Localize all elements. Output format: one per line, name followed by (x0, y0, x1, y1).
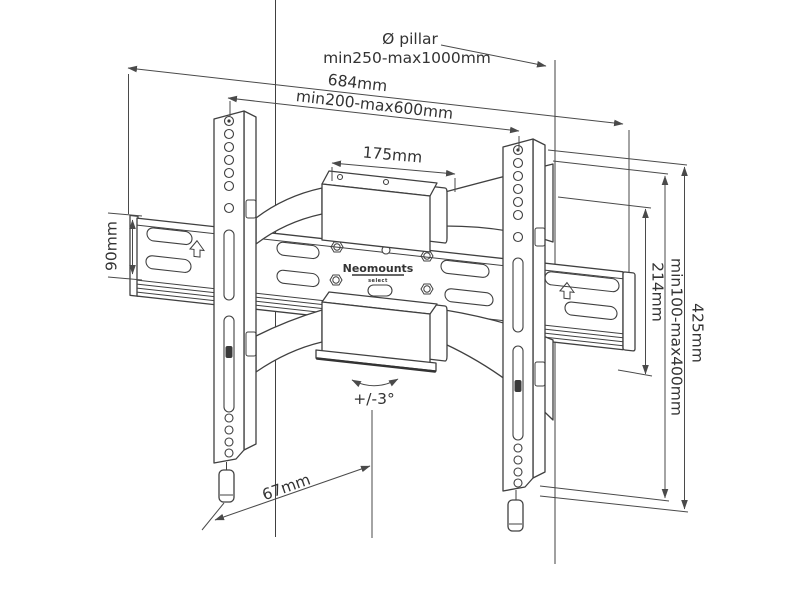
bracket-right-side-face (532, 138, 546, 479)
rail-right-endcap (622, 271, 636, 352)
rail-center-details: Neomounts select (329, 241, 434, 297)
clamp-box-top (321, 170, 448, 253)
dim-tilt-label: +/-3° (353, 390, 394, 408)
dim-mount-width-line (227, 95, 520, 134)
dim-tilt-arc (351, 378, 399, 388)
dim-clamp-width-line (331, 160, 456, 177)
dim-rail-height-label: 90mm (103, 221, 121, 271)
pull-handle-left (218, 469, 235, 503)
pull-handle-right (507, 499, 524, 532)
dim-vesa-height-label: min100-max400mm (668, 258, 686, 416)
dim-pillar-diameter-title: Ø pillar (382, 30, 438, 48)
bracket-right-holes-bottom (513, 443, 523, 488)
up-arrow-icon (188, 239, 206, 258)
bracket-right-holes-top (512, 144, 524, 243)
dim-inner-height-label: 214mm (649, 262, 667, 322)
bracket-left-side-face (243, 110, 257, 451)
dim-depth-label: 67mm (260, 470, 313, 504)
dim-depth-line (214, 465, 371, 521)
bracket-right (502, 138, 546, 532)
brand-name: Neomounts (343, 262, 414, 275)
brand-subtext: select (368, 278, 388, 284)
bracket-left-slot-upper (223, 229, 235, 301)
bracket-left (213, 110, 257, 503)
bracket-right-slot-lower (512, 345, 524, 441)
dim-overall-height-label: 425mm (689, 303, 707, 363)
bracket-left-holes-bottom (224, 413, 234, 458)
rail-slots-lower (145, 255, 618, 320)
strap-bottom-left (255, 309, 323, 373)
clamp-front-face (321, 183, 431, 253)
bracket-left-slot-lower (223, 315, 235, 413)
center-oval-hole (367, 284, 393, 297)
brand-logo: Neomounts select (343, 262, 414, 284)
clamp-box-bottom (315, 291, 448, 373)
bracket-right-slot-upper (512, 257, 524, 333)
dim-pillar-leader (440, 44, 547, 68)
dim-clamp-width-label: 175mm (362, 143, 423, 166)
rail-slots-upper (146, 227, 620, 293)
clamp-bottom-tab (427, 303, 448, 362)
dim-pillar-diameter-range: min250-max1000mm (323, 49, 491, 67)
clamp-top-tab (427, 185, 448, 244)
up-arrow-icon (558, 281, 576, 300)
